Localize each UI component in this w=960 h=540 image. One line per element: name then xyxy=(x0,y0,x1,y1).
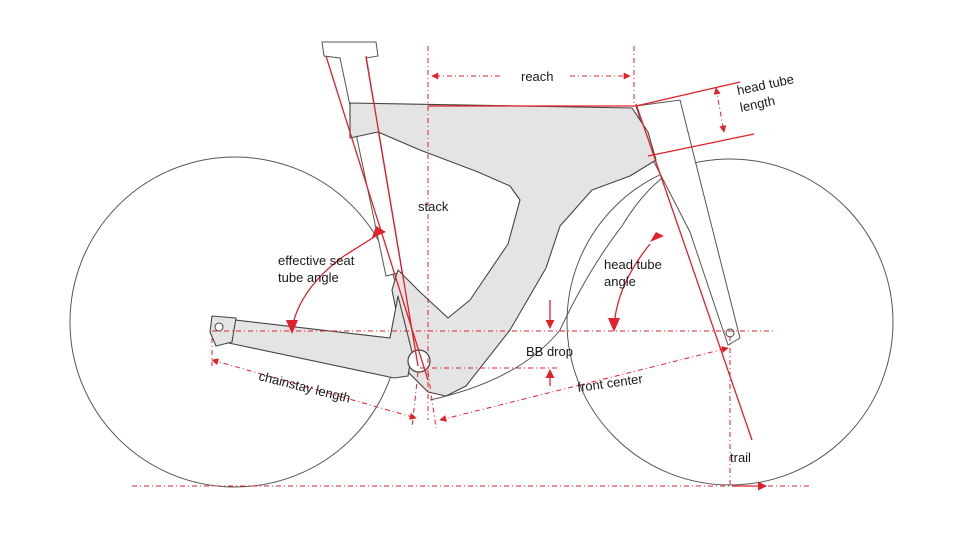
head-tube-axis xyxy=(635,103,753,441)
seat-angle-arrow-top xyxy=(372,226,386,238)
label-head-tube-length-2: length xyxy=(739,93,777,115)
label-seat-angle-1: effective seat xyxy=(278,253,355,268)
label-chainstay-length: chainstay length xyxy=(257,368,352,405)
label-bb-drop: BB drop xyxy=(526,344,573,359)
head-angle-arrow-bottom xyxy=(608,318,620,332)
front-center-line xyxy=(439,346,729,422)
label-trail: trail xyxy=(730,450,751,465)
label-head-angle-2: angle xyxy=(604,274,636,289)
rear-axle xyxy=(214,322,224,332)
rear-triangle xyxy=(213,295,413,379)
chainstay-length-line xyxy=(211,358,417,420)
seat-tube-actual xyxy=(365,55,419,367)
bb-vertical-tick xyxy=(411,371,419,429)
seat-angle-leader xyxy=(343,231,383,257)
seat-angle-arrow-bottom xyxy=(286,320,298,334)
label-front-center: front center xyxy=(576,371,644,395)
label-head-angle-1: head tube xyxy=(604,257,662,272)
head-tube-bottom-line xyxy=(647,133,755,157)
label-seat-angle-2: tube angle xyxy=(278,270,339,285)
label-stack: stack xyxy=(418,199,449,214)
front-axle xyxy=(725,328,735,338)
head-tube-top-line xyxy=(635,81,741,107)
head-angle-arrow-top xyxy=(650,232,664,242)
fork xyxy=(635,99,741,346)
seatpost xyxy=(321,41,403,277)
bb-vertical-tick-2 xyxy=(427,371,437,429)
head-tube-length-arrow xyxy=(713,87,727,133)
label-reach: reach xyxy=(521,69,554,84)
